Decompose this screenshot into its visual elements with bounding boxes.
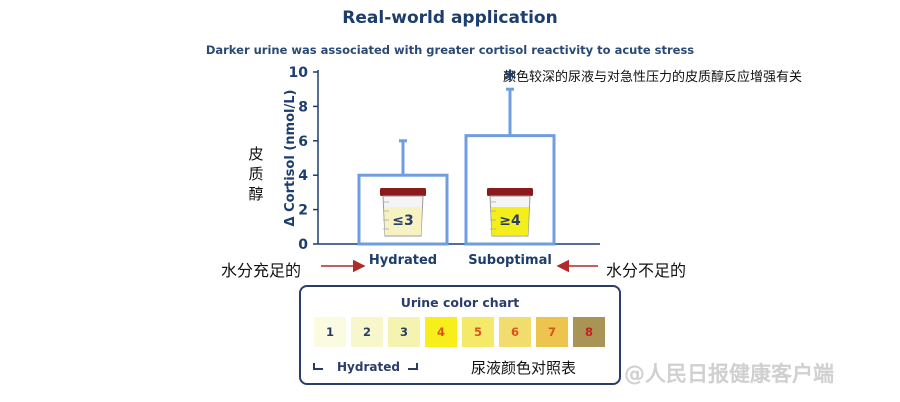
y-tick-label-2: 4 [298,168,308,184]
color-swatch-7: 7 [536,317,568,347]
cup-lid-0 [380,188,426,196]
color-swatch-1: 1 [314,317,346,347]
color-swatch-6: 6 [499,317,531,347]
cup-label-1: ≥4 [499,213,521,229]
x-label-suboptimal: Suboptimal [468,253,552,268]
legend-title: Urine color chart [400,295,520,310]
chinese-annotation: 颜色较深的尿液与对急性压力的皮质醇反应增强有关 [503,70,803,85]
cup-liquid-1 [491,207,529,235]
color-swatch-8: 8 [573,317,605,347]
watermark: @人民日报健康客户端 [624,362,834,386]
cup-label-0: ≤3 [392,213,413,229]
y-tick-label-0: 0 [298,237,308,253]
x-label-hydrated: Hydrated [369,253,437,268]
significance-asterisk: * [504,65,517,93]
y-tick-label-3: 6 [298,134,308,150]
color-swatch-2: 2 [351,317,383,347]
y-axis-label: Δ Cortisol (nmol/L) [283,90,298,227]
hydrated-chinese-label: 水分充足的 [221,261,302,280]
cup-lid-1 [487,188,533,196]
hydrated-bracket-left [313,363,323,370]
cup-liquid-0 [384,207,422,235]
y-tick-label-4: 8 [298,99,308,115]
legend-hydrated-label: Hydrated [337,360,400,374]
y-tick-label-1: 2 [298,203,308,219]
y-tick-label-5: 10 [289,65,309,81]
chinese-chart-caption: 尿液颜色对照表 [471,359,577,377]
color-swatch-4: 4 [425,317,457,347]
chart-subtitle: Darker urine was associated with greater… [205,43,695,57]
chart-title: Real-world application [342,8,558,28]
urine-color-chart: Urine color chart 1 2 3 4 5 6 7 8 Hydrat… [299,285,621,385]
color-swatch-3: 3 [388,317,420,347]
hydrated-bracket-right [408,363,418,370]
suboptimal-chinese-label: 水分不足的 [606,261,687,280]
color-swatch-5: 5 [462,317,494,347]
chinese-y-label: 皮质醇 [248,145,264,203]
